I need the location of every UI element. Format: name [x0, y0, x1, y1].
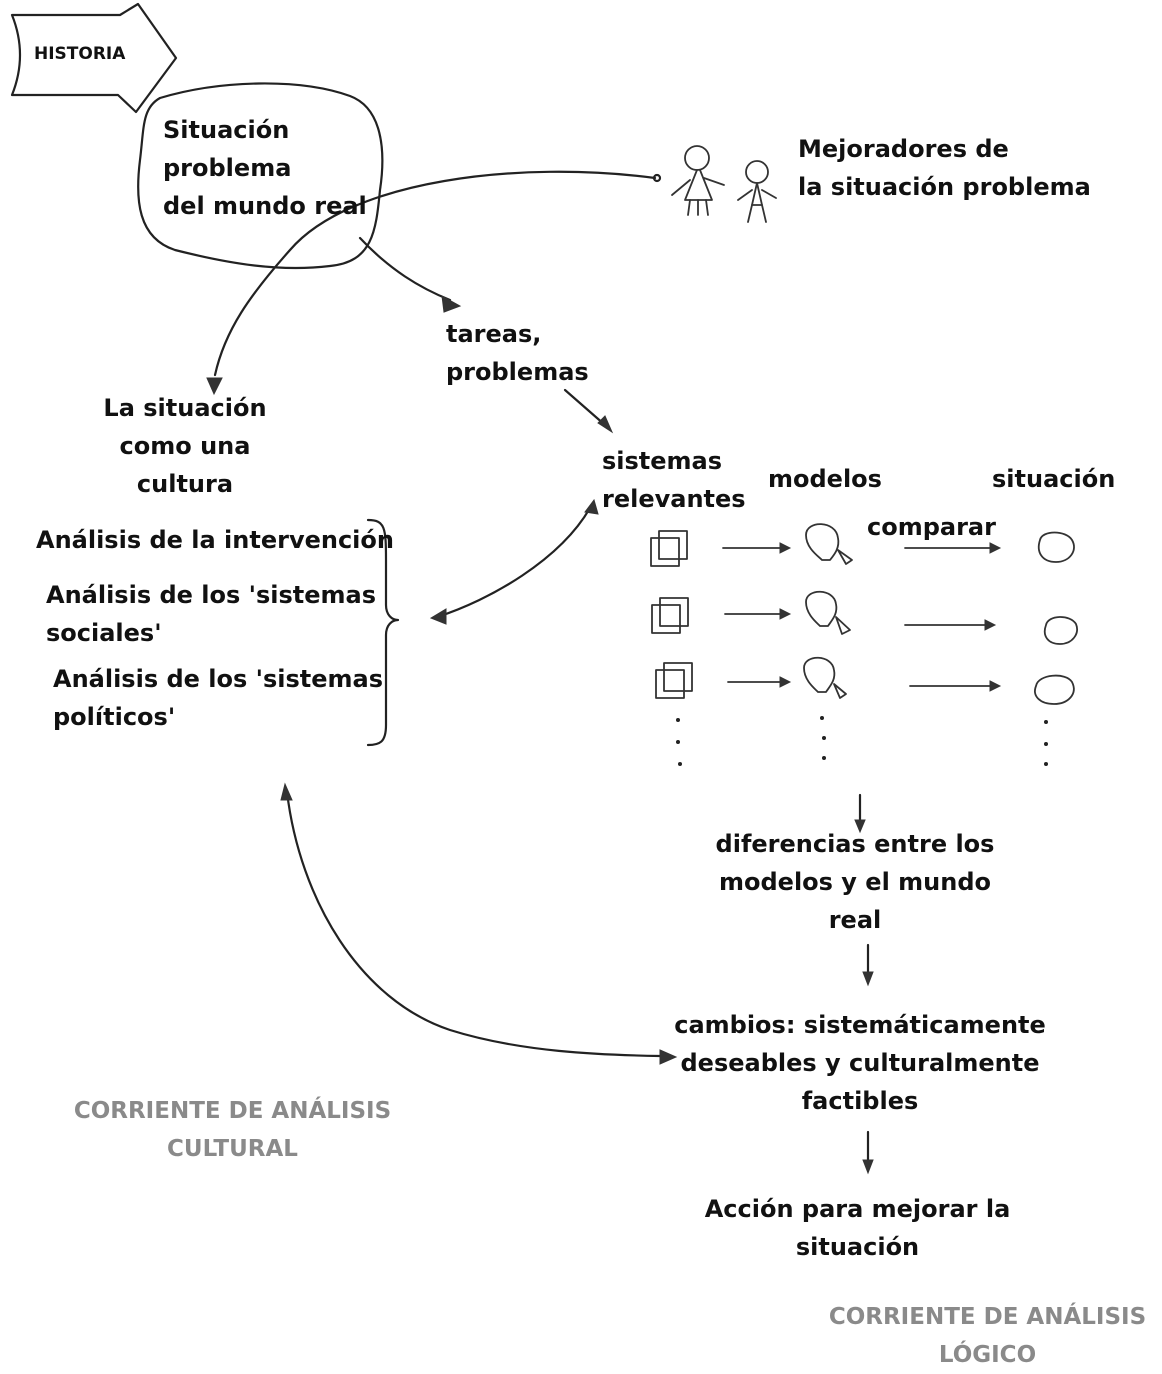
historia-label: HISTORIA [34, 44, 126, 64]
arrowhead-sistemas [597, 415, 614, 434]
tareas-label: tareas, problemas [446, 320, 589, 386]
situacion-problema-label: Situación problema del mundo real [163, 116, 367, 220]
diferencias-label: diferencias entre los modelos y el mundo… [715, 830, 995, 934]
continuation-dots [676, 716, 1048, 766]
modelos-label: modelos [768, 465, 882, 493]
arrowhead-up-analysis [280, 782, 293, 801]
corriente-cultural-label: CORRIENTE DE ANÁLISIS CULTURAL [73, 1098, 392, 1162]
curve-start-dot [652, 173, 662, 183]
line-tareas-to-sistemas [563, 388, 607, 427]
systems-row-1 [650, 523, 1075, 567]
cultura-label: La situación como una cultura [103, 394, 267, 498]
historia-arrow [10, 2, 178, 114]
curve-cultural-to-cambios [285, 790, 662, 1058]
problem-situation-cloud [137, 82, 384, 270]
analysis-bracket [366, 518, 400, 747]
analisis-intervencion-label: Análisis de la intervención [36, 526, 394, 554]
arrowhead-analisis [429, 608, 447, 625]
comparar-label: comparar [867, 513, 996, 541]
arrowhead-tareas [441, 295, 462, 313]
arrowhead-cultura [206, 377, 223, 396]
situacion-label: situación [992, 465, 1116, 493]
people-figures [671, 145, 777, 223]
accion-label: Acción para mejorar la situación [704, 1195, 1011, 1261]
systems-row-2 [651, 590, 1078, 645]
arrowhead-sistemas-2 [584, 498, 599, 515]
arrowhead-cambios [659, 1049, 678, 1065]
curve-mejoradores-to-cultura [213, 170, 657, 377]
mejoradores-label: Mejoradores de la situación problema [798, 135, 1091, 201]
analisis-politicos-label: Análisis de los 'sistemas políticos' [53, 665, 384, 731]
curve-cloud-to-tareas [358, 236, 452, 302]
corriente-logico-label: CORRIENTE DE ANÁLISIS LÓGICO [828, 1304, 1147, 1368]
curve-analisis-sistemas [435, 506, 592, 619]
analisis-sociales-label: Análisis de los 'sistemas sociales' [46, 581, 377, 647]
cambios-label: cambios: sistemáticamente deseables y cu… [674, 1011, 1046, 1115]
systems-row-3 [655, 656, 1075, 705]
sistemas-relevantes-label: sistemas relevantes [602, 447, 746, 513]
